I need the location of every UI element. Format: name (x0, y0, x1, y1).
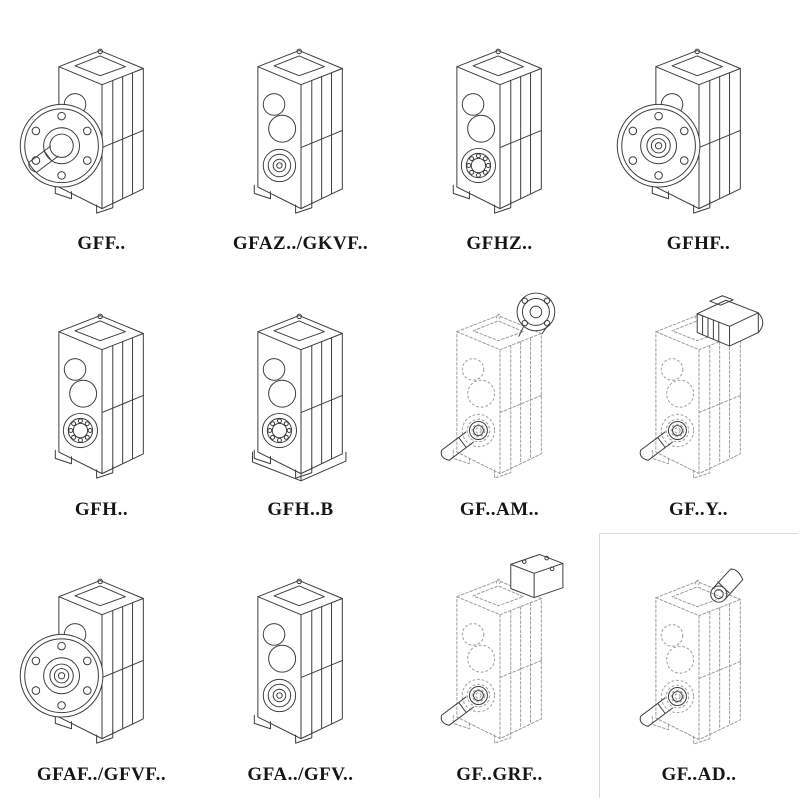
catalog-cell-gfh: GFH.. (2, 267, 201, 532)
gearbox-drawing (2, 267, 201, 496)
model-label: GFH..B (267, 498, 334, 520)
model-label: GFAZ../GKVF.. (232, 233, 369, 255)
gearbox-drawing (400, 267, 599, 496)
gearbox-drawing (600, 534, 798, 762)
model-label: GF..AD.. (661, 764, 737, 785)
model-label: GFF.. (77, 233, 126, 255)
catalog-cell-gfaz-gkvf: GFAZ../GKVF.. (201, 2, 400, 267)
catalog-cell-gfad: GF..AD.. (599, 532, 798, 798)
catalog-cell-gfam: GF..AM.. (400, 267, 599, 532)
model-label: GFHF.. (666, 233, 731, 255)
catalog-cell-gfhf: GFHF.. (599, 2, 798, 267)
gearbox-drawing (400, 2, 599, 231)
model-label: GFAF../GFVF.. (36, 764, 167, 785)
gearbox-drawing (599, 2, 798, 231)
gearbox-drawing (201, 267, 400, 496)
gearbox-drawing (201, 533, 400, 762)
catalog-cell-gfy: GF..Y.. (599, 267, 798, 532)
gearbox-drawing (400, 533, 599, 762)
model-label: GFH.. (74, 498, 129, 520)
gearbox-drawing (2, 533, 201, 762)
catalog-cell-gfgrf: GF..GRF.. (400, 533, 599, 798)
model-label: GF..AM.. (459, 498, 540, 520)
catalog-cell-gff: GFF.. (2, 2, 201, 267)
catalog-cell-gfa-gfv: GFA../GFV.. (201, 533, 400, 798)
gearbox-drawing (599, 267, 798, 496)
catalog-cell-gfaf-gfvf: GFAF../GFVF.. (2, 533, 201, 798)
model-label: GFA../GFV.. (247, 764, 354, 785)
model-label: GFHZ.. (466, 233, 533, 255)
catalog-cell-gfhb: GFH..B (201, 267, 400, 532)
model-label: GF..GRF.. (456, 764, 543, 785)
gearbox-drawing (201, 2, 400, 231)
catalog-cell-gfhz: GFHZ.. (400, 2, 599, 267)
gearbox-drawing (2, 2, 201, 231)
model-label: GF..Y.. (668, 498, 729, 520)
